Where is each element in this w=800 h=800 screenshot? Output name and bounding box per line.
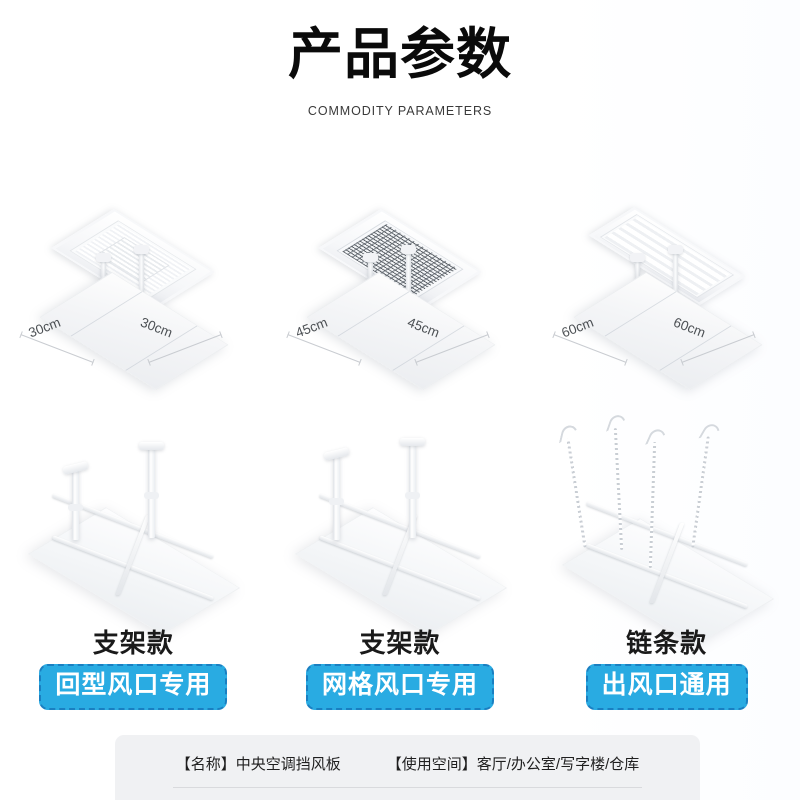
compatibility-badge-row: 回型风口专用 网格风口专用 出风口通用 <box>0 664 800 710</box>
bracket-post <box>139 442 164 538</box>
mounting-caption: 链条款 <box>626 628 708 658</box>
vent-illustration-louver <box>0 168 267 391</box>
badge-cell-universal: 出风口通用 <box>533 664 800 710</box>
badge-cell-return: 回型风口专用 <box>0 664 267 710</box>
hanging-chain <box>559 423 587 548</box>
deflector-panel <box>573 271 763 391</box>
vent-connector-post <box>667 245 683 294</box>
chain-hook-icon <box>559 423 581 448</box>
product-card-60cm: 60cm 60cm <box>533 168 800 391</box>
page-header: 产品参数 COMMODITY PARAMETERS <box>0 0 800 118</box>
compatibility-badge-mesh: 网格风口专用 <box>306 664 495 710</box>
bracket-post <box>323 447 350 540</box>
mounting-caption: 支架款 <box>359 628 441 658</box>
mounting-option-row: 支架款 支架款 <box>0 412 800 658</box>
vent-illustration-mesh <box>267 168 534 391</box>
mounting-caption: 支架款 <box>92 628 174 658</box>
chain-hook-icon <box>606 412 629 438</box>
spec-product-name: 【名称】中央空调挡风板 <box>175 756 341 773</box>
chain-hook-icon <box>645 426 669 452</box>
product-size-row: 30cm 30cm 45cm 45cm <box>0 168 800 391</box>
page-subtitle: COMMODITY PARAMETERS <box>307 103 493 118</box>
page-title: 产品参数 <box>287 23 512 85</box>
mounting-card-bracket-mesh: 支架款 <box>267 420 534 658</box>
badge-cell-mesh: 网格风口专用 <box>267 664 534 710</box>
vent-illustration-strip <box>533 168 800 391</box>
compatibility-badge-universal: 出风口通用 <box>585 664 748 710</box>
hanging-chain <box>691 420 724 548</box>
deflector-panel <box>306 271 496 391</box>
vent-connector-post <box>401 245 416 294</box>
spec-divider <box>173 787 642 788</box>
vent-connector-post <box>134 245 150 294</box>
specification-bar: 【名称】中央空调挡风板 【使用空间】客厅/办公室/写字楼/仓库 <box>115 735 700 800</box>
specification-row: 【名称】中央空调挡风板 【使用空间】客厅/办公室/写字楼/仓库 <box>115 735 700 774</box>
chain-hook-icon <box>698 420 724 447</box>
spec-usage-space: 【使用空间】客厅/办公室/写字楼/仓库 <box>386 756 640 773</box>
product-card-30cm: 30cm 30cm <box>0 168 267 391</box>
mounting-card-chain: 链条款 <box>533 412 800 658</box>
compatibility-badge-return: 回型风口专用 <box>39 664 228 710</box>
bracket-post <box>62 461 89 540</box>
product-card-45cm: 45cm 45cm <box>267 168 534 391</box>
deflector-panel <box>39 271 229 391</box>
bracket-post <box>399 438 425 538</box>
mounting-card-bracket-return: 支架款 <box>0 420 267 658</box>
